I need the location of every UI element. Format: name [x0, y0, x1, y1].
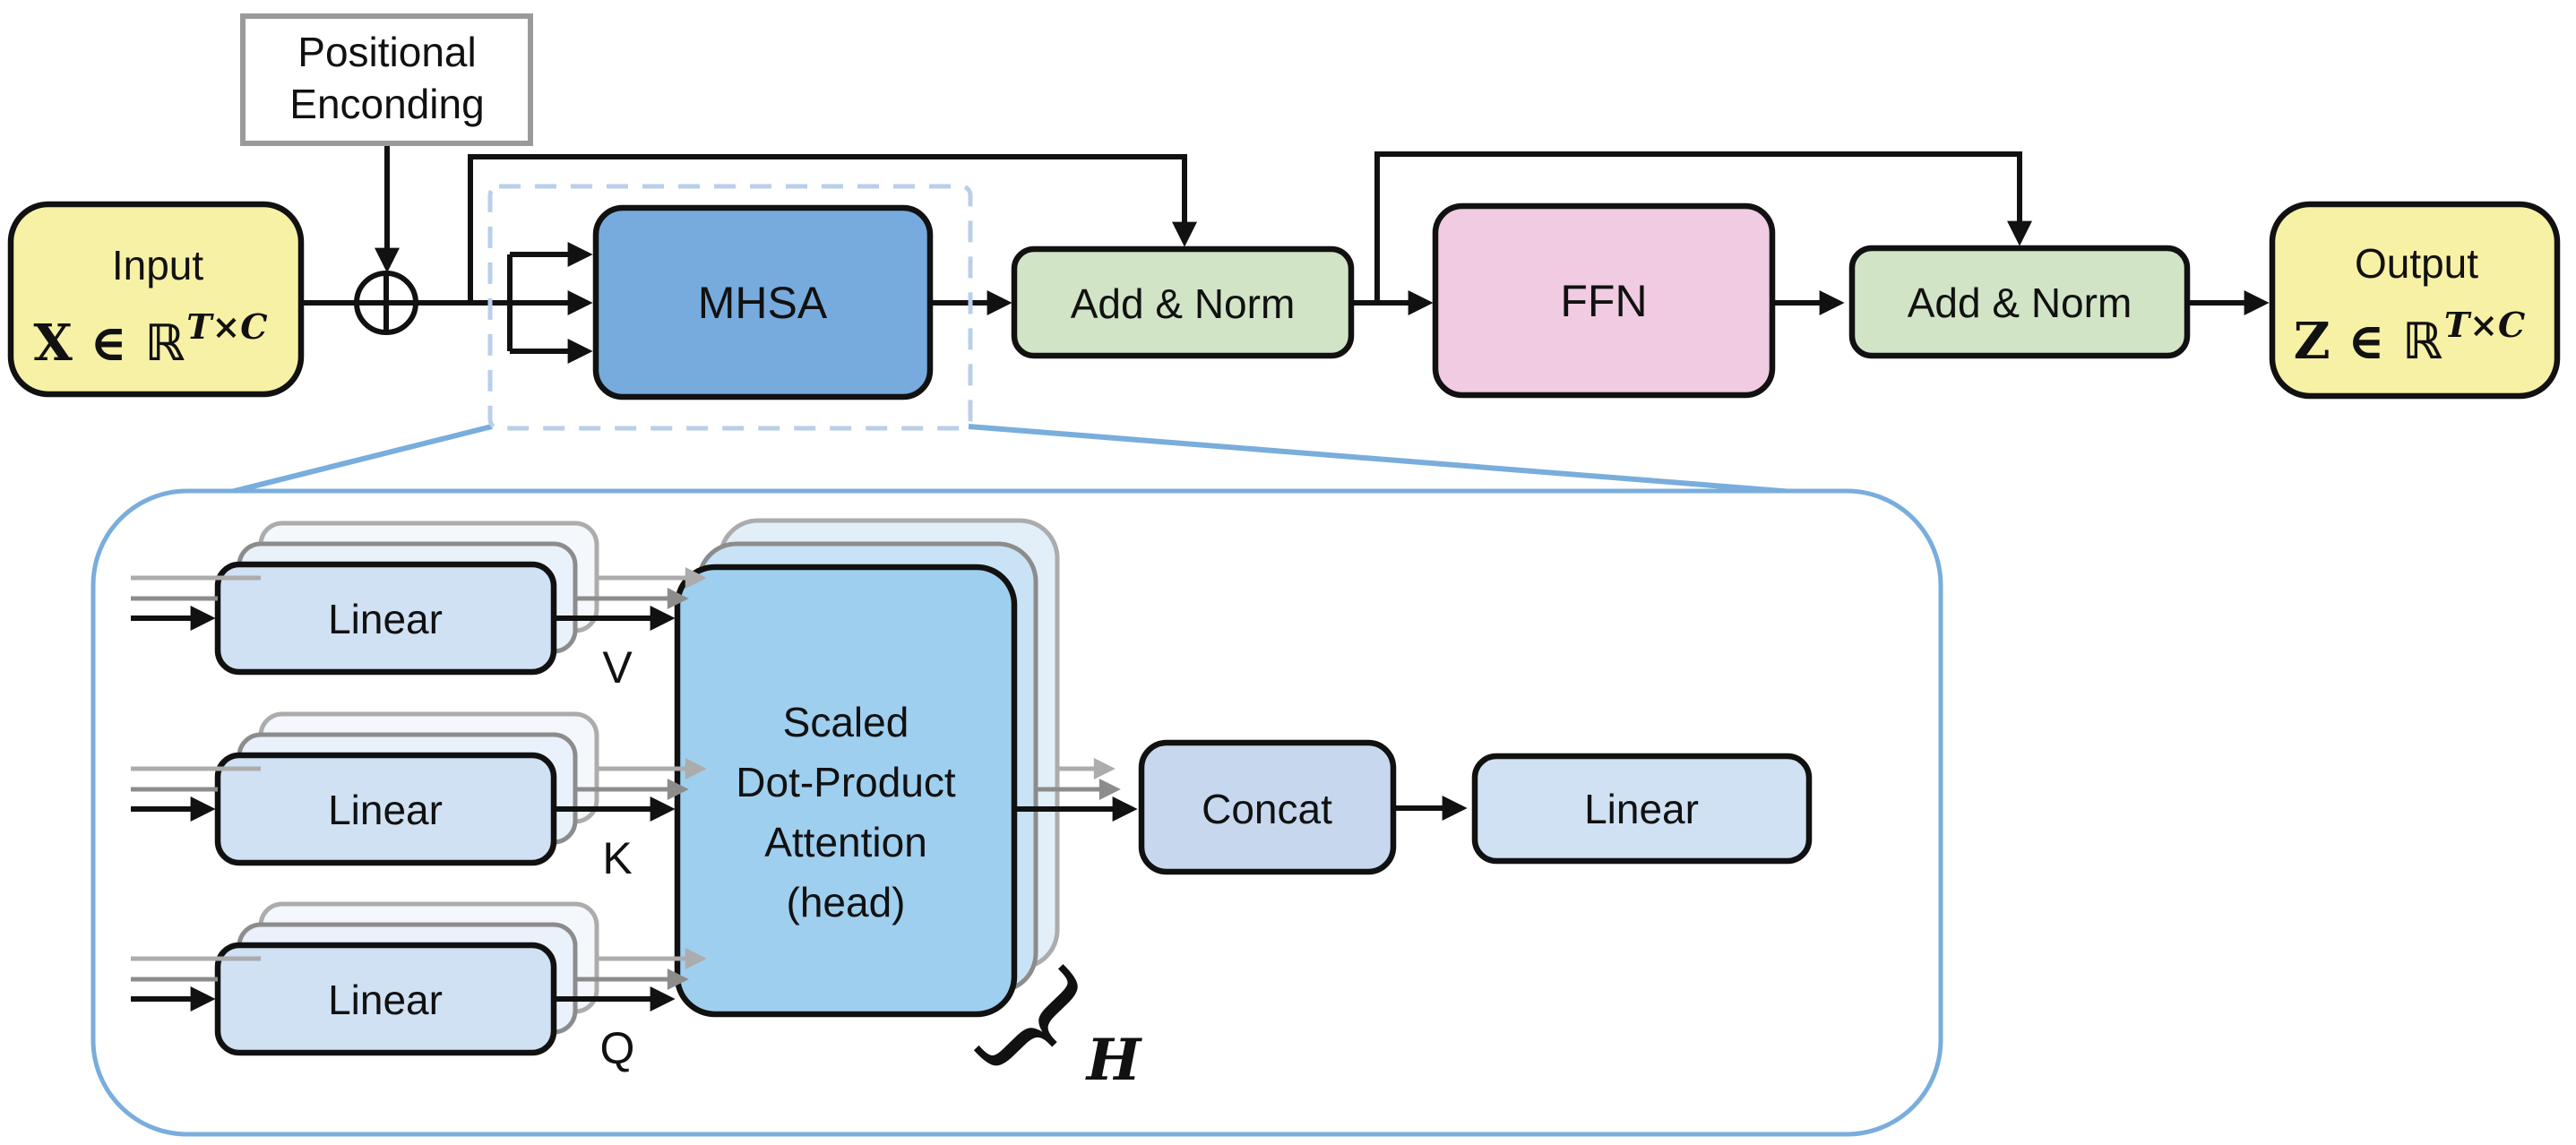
output-block: [2269, 201, 2561, 400]
input-math: X ∈ ℝT×C: [33, 306, 267, 373]
mhsa-label: MHSA: [698, 278, 828, 328]
add-norm-2-block: [1848, 245, 2191, 359]
sdpa-line-2: Dot-Product: [736, 759, 956, 805]
concat-block: [1138, 739, 1397, 875]
sdpa-line-1: Scaled: [783, 699, 909, 745]
v-label: V: [602, 642, 633, 693]
linear-q-label: Linear: [328, 977, 443, 1023]
k-label: K: [602, 833, 632, 883]
sdpa-stack: [674, 518, 1060, 1018]
plus-node: [354, 271, 418, 335]
callout-line-right: [968, 424, 1839, 498]
ffn-block: [1432, 202, 1776, 399]
q-label: Q: [600, 1023, 635, 1073]
input-block: [7, 201, 305, 398]
concat-label: Concat: [1202, 786, 1332, 832]
linear-v-stack: [214, 521, 599, 676]
callout-line-left: [216, 424, 493, 498]
residual-rail-1: [468, 154, 1197, 303]
linear-k-label: Linear: [328, 787, 443, 833]
linear-out-label: Linear: [1584, 786, 1699, 832]
add-norm-1-label: Add & Norm: [1071, 280, 1296, 327]
mhsa-block: [592, 204, 934, 400]
input-title: Input: [112, 242, 204, 288]
positional-encoding-line1: Positional: [297, 29, 476, 75]
positional-encoding-line2: Enconding: [289, 81, 484, 127]
positional-encoding-box: [240, 13, 533, 146]
residual-rail-2: [1374, 151, 2032, 303]
linear-q-stack: [214, 901, 599, 1056]
linear-k-stack: [214, 711, 599, 866]
output-math: Z ∈ ℝT×C: [2294, 305, 2526, 371]
linear-out-block: [1471, 753, 1813, 865]
add-norm-1-block: [1011, 245, 1355, 359]
add-norm-2-label: Add & Norm: [1908, 280, 2132, 326]
ffn-label: FFN: [1560, 276, 1647, 326]
sdpa-line-4: (head): [787, 879, 906, 925]
output-title: Output: [2355, 240, 2478, 287]
linear-v-label: Linear: [328, 596, 443, 642]
sdpa-line-3: Attention: [764, 819, 927, 865]
heads-count-label: H: [1085, 1027, 1143, 1094]
dashed-zoom-region: [487, 184, 973, 431]
